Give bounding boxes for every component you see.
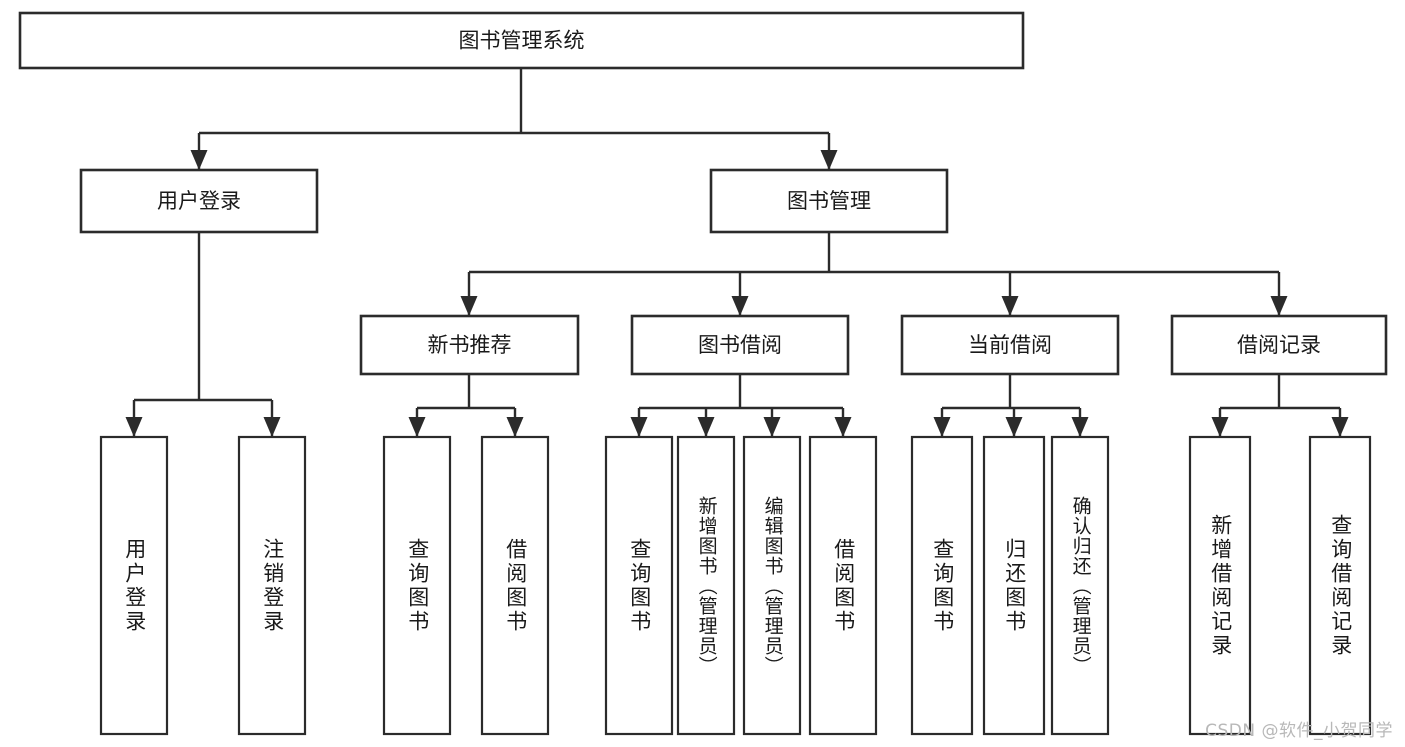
node-box-leaf-borrow-book[interactable] [808,435,878,736]
node-box-leaf-add-book-admin[interactable] [676,435,736,736]
arrow-head-icon [731,296,749,316]
boxes-layer [18,11,1388,736]
node-box-current-borrow[interactable] [900,314,1120,376]
node-box-leaf-borrow-book-recommend[interactable] [480,435,550,736]
arrow-head-icon [630,417,648,437]
node-label-book-borrow: 图书借阅 [698,333,782,357]
node-box-borrow-record[interactable] [1170,314,1388,376]
connectors-layer [125,68,1349,437]
node-label-user-login: 用户登录 [157,189,241,213]
node-label-current-borrow: 当前借阅 [968,333,1052,357]
node-box-leaf-logout-login[interactable] [237,435,307,736]
arrow-head-icon [460,296,478,316]
arrow-head-icon [820,150,838,170]
arrow-head-icon [933,417,951,437]
arrow-head-icon [1331,417,1349,437]
node-label-borrow-record: 借阅记录 [1237,333,1321,357]
node-box-leaf-return-book[interactable] [982,435,1046,736]
arrow-head-icon [1071,417,1089,437]
node-box-leaf-edit-book-admin[interactable] [742,435,802,736]
node-box-book-borrow[interactable] [630,314,850,376]
arrow-head-icon [834,417,852,437]
node-label-book-management: 图书管理 [787,189,871,213]
arrow-head-icon [125,417,143,437]
arrow-head-icon [190,150,208,170]
arrow-head-icon [1211,417,1229,437]
watermark-text: CSDN @软件_小贺同学 [1205,721,1393,741]
node-label-root: 图书管理系统 [459,29,585,53]
arrow-head-icon [408,417,426,437]
node-box-leaf-query-book-current[interactable] [910,435,974,736]
arrow-head-icon [1005,417,1023,437]
node-box-book-management[interactable] [709,168,949,234]
arrow-head-icon [1001,296,1019,316]
arrow-head-icon [1270,296,1288,316]
node-box-user-login[interactable] [79,168,319,234]
node-box-root[interactable] [18,11,1025,70]
node-box-leaf-add-borrow-record[interactable] [1188,435,1252,736]
node-box-new-book-recommend[interactable] [359,314,580,376]
arrow-head-icon [763,417,781,437]
arrow-head-icon [506,417,524,437]
arrow-head-icon [697,417,715,437]
node-box-leaf-query-book-recommend[interactable] [382,435,452,736]
node-box-leaf-query-book-borrow[interactable] [604,435,674,736]
node-box-leaf-query-borrow-record[interactable] [1308,435,1372,736]
node-box-leaf-user-login[interactable] [99,435,169,736]
node-box-leaf-confirm-return-admin[interactable] [1050,435,1110,736]
arrow-head-icon [263,417,281,437]
node-label-new-book-recommend: 新书推荐 [428,333,512,357]
